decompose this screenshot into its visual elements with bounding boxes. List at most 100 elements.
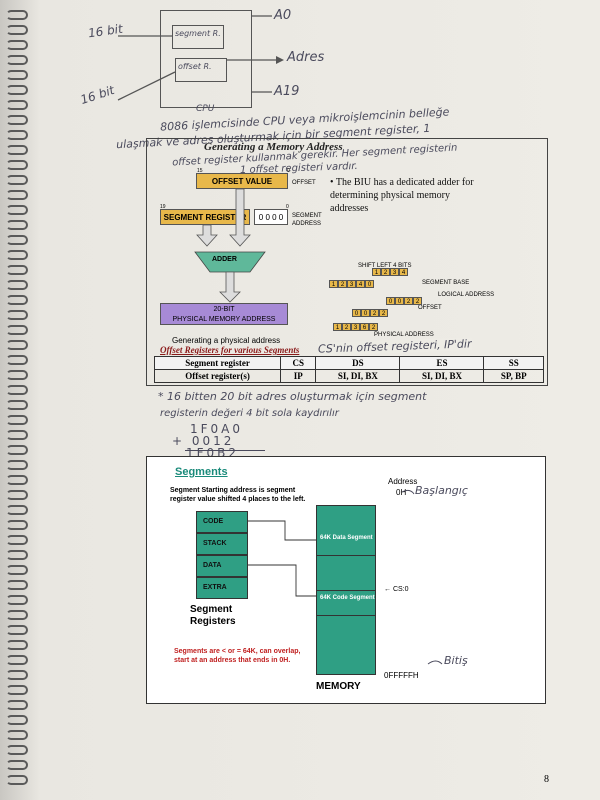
spiral-coil: [6, 70, 28, 80]
code-segment-block: [316, 590, 376, 616]
spiral-coil: [6, 25, 28, 35]
zeros-box: 0 0 0 0: [254, 209, 288, 225]
small-digit-cell: 2: [342, 323, 351, 331]
spiral-coil: [6, 115, 28, 125]
spiral-binding: [6, 10, 28, 790]
spiral-coil: [6, 280, 28, 290]
slide1-caption: Generating a physical address: [172, 336, 281, 345]
memory-label: MEMORY: [316, 681, 361, 692]
small-seg-label: SEGMENT BASE: [422, 280, 470, 286]
small-digit-cell: 0: [361, 309, 370, 317]
cpu-box: [160, 10, 252, 108]
offset-table-title: Offset Registers for various Segments: [160, 345, 300, 355]
segment-reg-box: [172, 25, 224, 49]
addr-0h: 0H: [396, 488, 407, 497]
segment-address-label: SEGMENT ADDRESS: [292, 213, 322, 227]
spiral-coil: [6, 700, 28, 710]
spiral-coil: [6, 595, 28, 605]
offset-table-cell: IP: [280, 369, 317, 383]
spiral-coil: [6, 250, 28, 260]
bit-19-segment: 19: [160, 204, 166, 210]
adder-label: ADDER: [212, 256, 237, 263]
spiral-coil: [6, 355, 28, 365]
spiral-coil: [6, 220, 28, 230]
code-segment-label: 64K Code Segment: [320, 595, 375, 601]
calc-line-3: 1F0B2: [186, 446, 240, 456]
offset-value-box: OFFSET VALUE: [196, 173, 288, 189]
spiral-coil: [6, 445, 28, 455]
bit-15-offset: 15: [197, 168, 203, 174]
spiral-coil: [6, 85, 28, 95]
small-digit-cell: 6: [360, 323, 369, 331]
handwritten-note2-line2: registerin değeri 4 bit sola kaydırılır: [160, 408, 339, 419]
small-digit-cell: 3: [351, 323, 360, 331]
spiral-coil: [6, 625, 28, 635]
spiral-coil: [6, 190, 28, 200]
spiral-coil: [6, 505, 28, 515]
small-digit-cell: 2: [379, 309, 388, 317]
segment-register-data: DATA: [196, 555, 248, 577]
spiral-coil: [6, 325, 28, 335]
spiral-coil: [6, 460, 28, 470]
small-digit-cell: 2: [370, 309, 379, 317]
small-digit-cell: 3: [390, 268, 399, 276]
spiral-coil: [6, 385, 28, 395]
segment-register-stack: STACK: [196, 533, 248, 555]
slide-generating-address: [146, 138, 548, 386]
small-digit-cell: 1: [372, 268, 381, 276]
spiral-coil: [6, 265, 28, 275]
biu-bullet: • The BIU has a dedicated adder for dete…: [330, 176, 480, 215]
phys-20bit: 20-BIT: [213, 306, 235, 313]
cpu-label: CPU: [196, 104, 215, 114]
small-shift-label: SHIFT LEFT 4 BITS: [358, 263, 412, 269]
slide1-title: Generating a Memory Address: [204, 141, 343, 153]
spiral-coil: [6, 535, 28, 545]
small-digit-cell: 3: [347, 280, 356, 288]
spiral-coil: [6, 430, 28, 440]
spiral-coil: [6, 175, 28, 185]
spiral-coil: [6, 610, 28, 620]
spiral-coil: [6, 130, 28, 140]
small-digit-cell: 1: [329, 280, 338, 288]
spiral-coil: [6, 580, 28, 590]
small-phys-label: PHYSICAL ADDRESS: [374, 332, 434, 338]
small-logical-label: LOGICAL ADDRESS: [438, 292, 495, 298]
small-digit-cell: 1: [333, 323, 342, 331]
page-number: 8: [544, 774, 549, 785]
a19-label: A19: [274, 84, 300, 99]
addr-end-label: 0FFFFFH: [384, 671, 419, 680]
spiral-coil: [6, 655, 28, 665]
spiral-coil: [6, 370, 28, 380]
small-digit-cell: 2: [338, 280, 347, 288]
spiral-coil: [6, 745, 28, 755]
calc-line-2: + 0012: [172, 434, 235, 448]
spiral-coil: [6, 40, 28, 50]
spiral-coil: [6, 760, 28, 770]
bit-0-offset: 0: [287, 168, 290, 174]
spiral-coil: [6, 775, 28, 785]
cs0-label: ← CS:0: [384, 586, 409, 593]
small-digit-cell: 0: [395, 297, 404, 305]
physical-address-box: 20-BIT PHYSICAL MEMORY ADDRESS: [160, 303, 288, 325]
spiral-coil: [6, 715, 28, 725]
spiral-coil: [6, 295, 28, 305]
small-digit-cell: 0: [386, 297, 395, 305]
small-digit-cell: 4: [356, 280, 365, 288]
small-digit-cell: 2: [413, 297, 422, 305]
spiral-coil: [6, 565, 28, 575]
calc-divider: [185, 450, 265, 451]
spiral-coil: [6, 100, 28, 110]
spiral-coil: [6, 55, 28, 65]
spiral-coil: [6, 550, 28, 560]
offset-tag: OFFSET: [292, 180, 316, 186]
data-segment-label: 64K Data Segment: [320, 535, 373, 541]
address-label: Address: [388, 477, 418, 486]
small-digit-cell: 2: [404, 297, 413, 305]
segment-registers-caption: Segment Registers: [190, 604, 236, 627]
offset-table-header: Segment register CS DS ES SS: [153, 356, 544, 370]
spiral-coil: [6, 415, 28, 425]
spiral-coil: [6, 730, 28, 740]
spiral-coil: [6, 640, 28, 650]
small-digit-cell: 0: [352, 309, 361, 317]
